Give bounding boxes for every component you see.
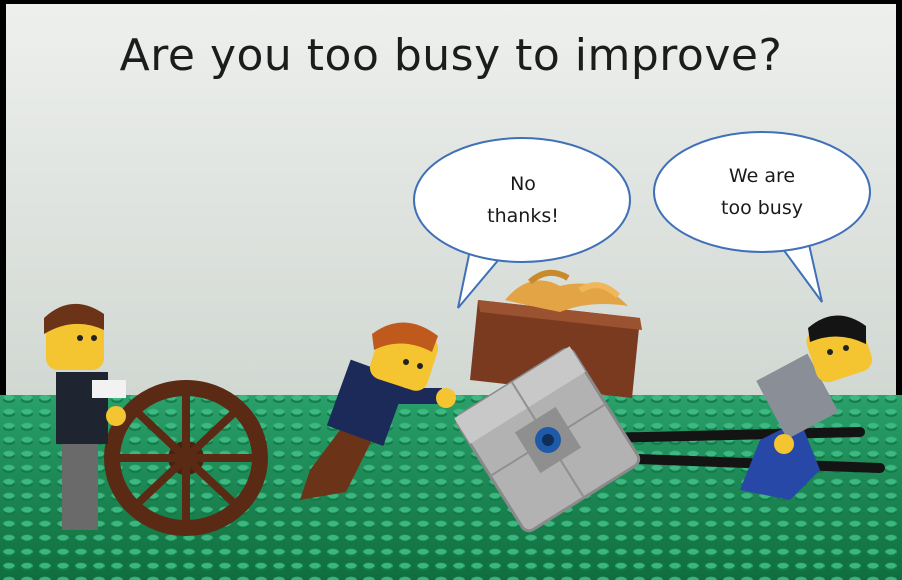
bubble-line: too busy	[721, 197, 803, 219]
slide-title: Are you too busy to improve?	[119, 30, 783, 81]
round-wooden-wheel	[104, 380, 268, 536]
minifigure-middle	[300, 322, 456, 500]
speech-bubble-no-thanks	[413, 137, 631, 309]
bubble-line: No	[510, 173, 536, 195]
square-wheel	[454, 346, 641, 533]
cart-poles	[595, 427, 885, 473]
cart-with-cargo	[470, 269, 642, 398]
bubble-line: thanks!	[487, 205, 559, 227]
bubble-text-too-busy: We are too busy	[692, 160, 832, 224]
speech-bubble-too-busy	[653, 131, 871, 303]
bubble-line: We are	[728, 165, 796, 187]
bubble-text-no-thanks: No thanks!	[468, 168, 578, 232]
minifigure-right	[740, 315, 873, 500]
minifigure-left	[44, 303, 126, 530]
